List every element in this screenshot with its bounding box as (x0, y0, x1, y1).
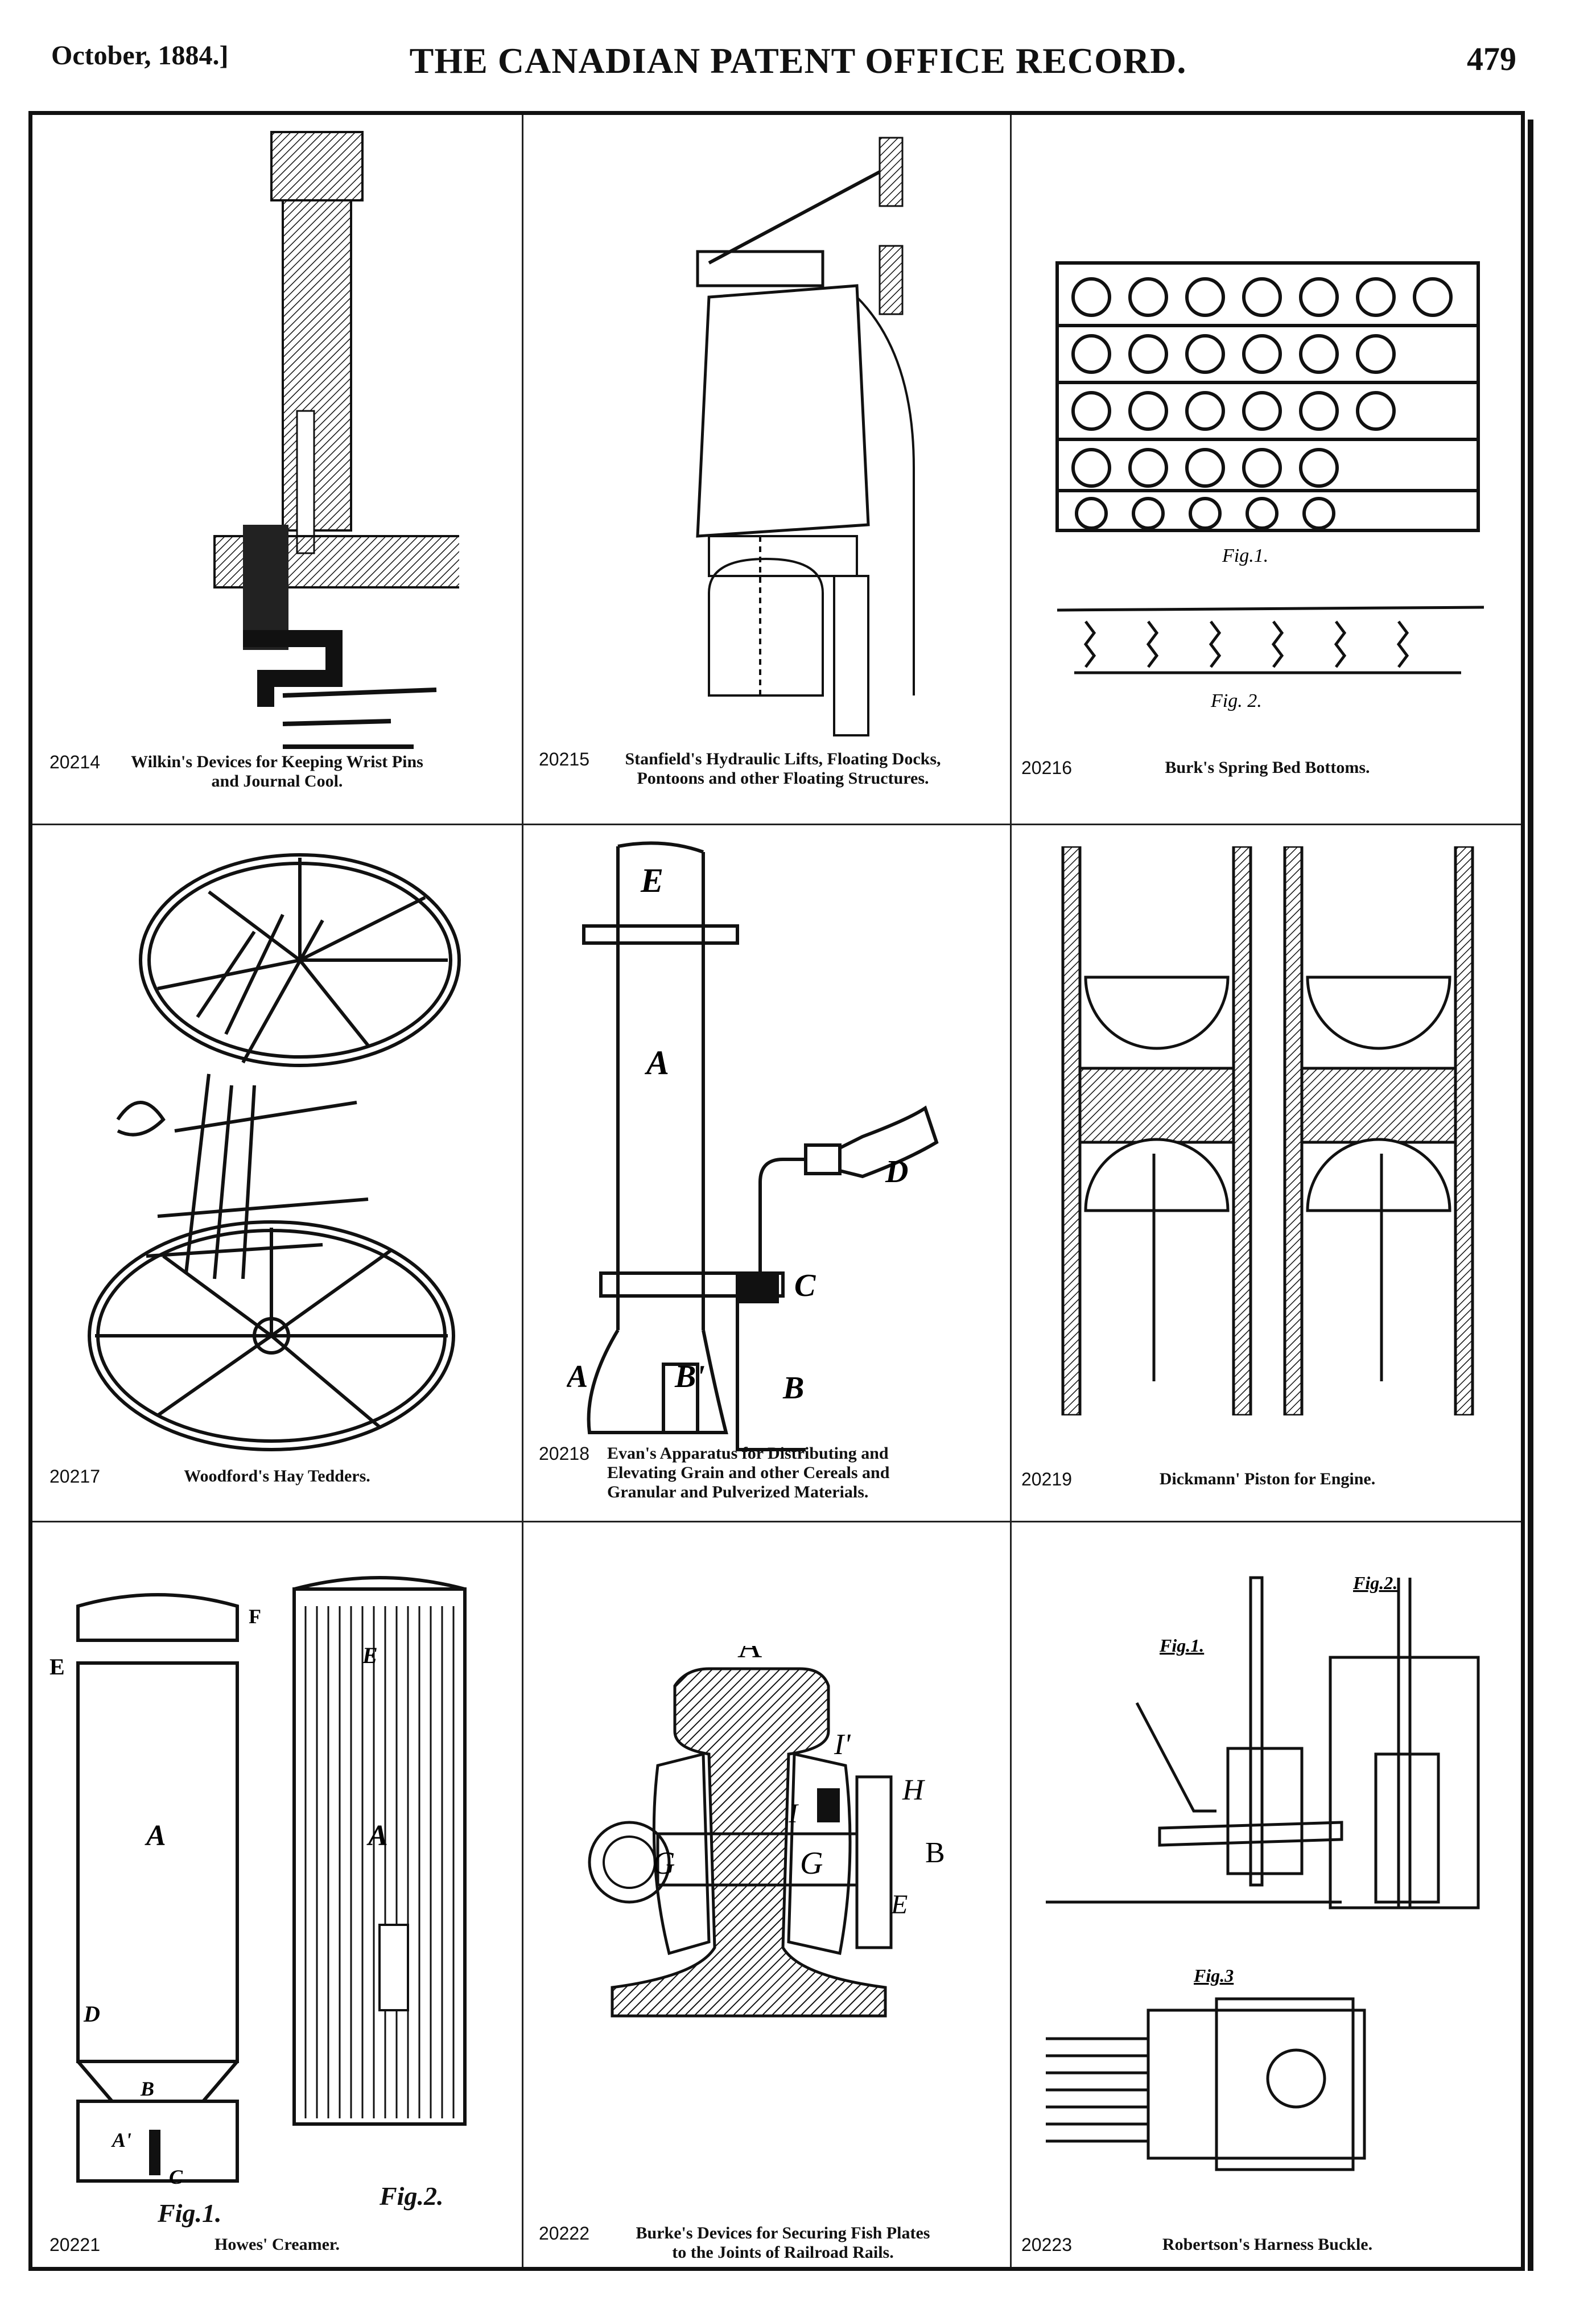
creamer-drawing: A A E E F D B A' C (50, 1572, 505, 2187)
patent-caption: Wilkin's Devices for Keeping Wrist Pins … (131, 752, 423, 791)
column-divider (522, 115, 523, 2267)
label-A-prime: A' (111, 2129, 131, 2151)
rail-joint-drawing: A I' H I G G B E (561, 1646, 971, 2044)
patent-caption: Woodford's Hay Tedders. (184, 1467, 370, 1485)
label-D: D (885, 1154, 908, 1190)
header-title: THE CANADIAN PATENT OFFICE RECORD. (409, 40, 1187, 81)
header-date: October, 1884.] (51, 40, 229, 71)
patent-number: 20214 (50, 752, 100, 772)
label-E: E (890, 1890, 908, 1920)
patent-number: 20218 (539, 1443, 589, 1464)
patent-caption: Robertson's Harness Buckle. (1162, 2235, 1373, 2254)
label-I: I (788, 1798, 799, 1829)
patent-20221-cell: A A E E F D B A' C Fig.1. Fig.2. 20221 H… (32, 1521, 522, 2272)
patent-20218-cell: E A D C A B' B 20218 Evan's Apparatus fo… (522, 824, 1010, 1521)
grain-apparatus-drawing: E A D C A B' B (567, 841, 965, 1455)
wrist-pin-drawing (95, 126, 459, 752)
patent-20215-cell: 20215 Stanfield's Hydraulic Lifts, Float… (522, 115, 1010, 824)
patent-number: 20217 (50, 1466, 100, 1487)
label-B: B (782, 1370, 804, 1406)
page-number: 479 (1467, 40, 1516, 77)
figure-label: Fig. 2. (1210, 690, 1262, 711)
label-A: A (366, 1820, 388, 1852)
figure-label: Fig.2. (380, 2182, 444, 2211)
patent-caption: Burk's Spring Bed Bottoms. (1165, 758, 1370, 777)
label-H: H (902, 1774, 925, 1806)
label-B: B (925, 1837, 945, 1869)
label-A: A (737, 1646, 762, 1665)
patent-number: 20219 (1021, 1469, 1072, 1489)
label-E: E (640, 862, 663, 899)
row-divider (32, 1521, 1521, 1522)
patent-number: 20216 (1021, 758, 1072, 778)
patent-number: 20222 (539, 2223, 589, 2244)
label-E: E (50, 1654, 65, 1680)
label-C: C (169, 2166, 183, 2187)
harness-buckle-drawing: Fig.1. Fig.2. Fig.3 (1045, 1566, 1490, 2204)
patent-20222-cell: A I' H I G G B E 20222 Burke's Devices f… (522, 1521, 1010, 2272)
patent-caption: Burke's Devices for Securing Fish Plates… (636, 2224, 930, 2262)
spring-bed-drawing: Fig.1. Fig. 2. (1051, 257, 1484, 713)
label-A: A (644, 1044, 669, 1081)
label-E: E (362, 1643, 378, 1668)
patent-20219-cell: 20219 Dickmann' Piston for Engine. (1010, 824, 1525, 1521)
piston-drawing (1040, 846, 1495, 1415)
label-D: D (83, 2001, 100, 2027)
label-I-prime: I' (834, 1728, 851, 1761)
label-G: G (652, 1846, 675, 1881)
patent-caption: Stanfield's Hydraulic Lifts, Floating Do… (625, 750, 941, 788)
figure-label: Fig.1. (1159, 1635, 1204, 1656)
patent-number: 20223 (1021, 2234, 1072, 2255)
figure-label: Fig.3 (1193, 1965, 1234, 1986)
hydraulic-lift-drawing (595, 126, 937, 752)
figure-label: Fig.2. (1352, 1573, 1397, 1593)
patent-caption: Howes' Creamer. (215, 2235, 340, 2254)
label-B-prime: B' (674, 1359, 705, 1394)
patent-caption: Dickmann' Piston for Engine. (1159, 1470, 1376, 1488)
hay-tedder-drawing (84, 846, 471, 1461)
label-G: G (800, 1846, 823, 1881)
patent-20223-cell: Fig.1. Fig.2. Fig.3 20223 Robertson's Ha… (1010, 1521, 1525, 2272)
patent-number: 20221 (50, 2234, 100, 2255)
label-A-lower: A (567, 1359, 588, 1394)
patent-20214-cell: 20214 Wilkin's Devices for Keeping Wrist… (32, 115, 522, 824)
patent-20216-cell: Fig.1. Fig. 2. 20216 Burk's Spring Bed B… (1010, 115, 1525, 824)
patent-20217-cell: 20217 Woodford's Hay Tedders. (32, 824, 522, 1521)
label-A: A (145, 1820, 166, 1852)
label-C: C (794, 1268, 816, 1303)
figure-label: Fig.1. (158, 2199, 222, 2228)
patent-caption: Evan's Apparatus for Distributing and El… (607, 1444, 890, 1501)
column-divider (1010, 115, 1012, 2267)
plates-frame: 20214 Wilkin's Devices for Keeping Wrist… (28, 111, 1533, 2272)
label-B: B (140, 2077, 154, 2100)
label-F: F (249, 1605, 261, 1628)
patent-number: 20215 (539, 749, 589, 769)
row-divider (32, 824, 1521, 825)
figure-label: Fig.1. (1222, 545, 1268, 566)
